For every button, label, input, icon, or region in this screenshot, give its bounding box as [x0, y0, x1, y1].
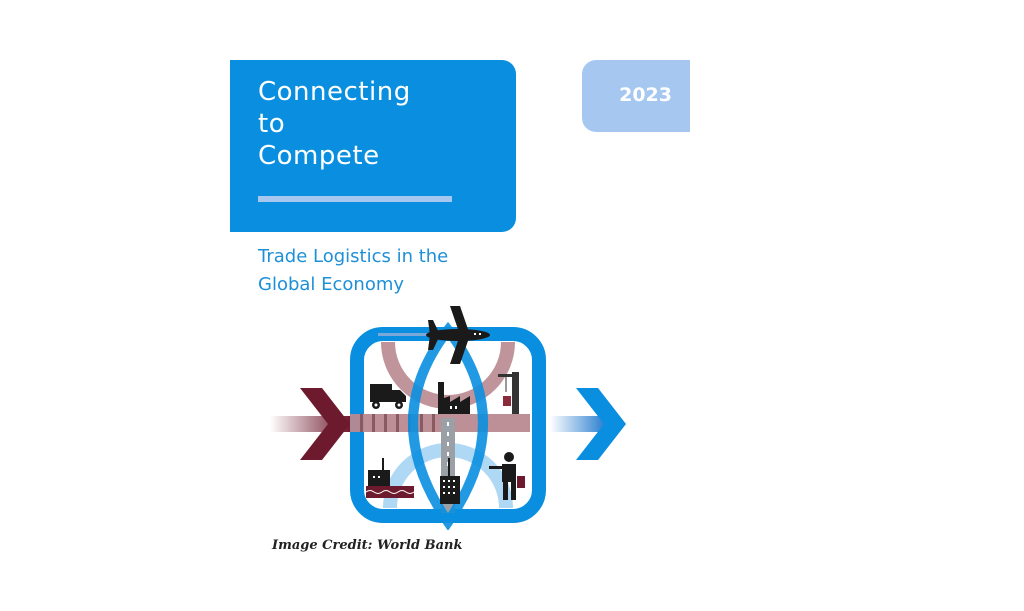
image-credit: Image Credit: World Bank: [272, 538, 463, 553]
arrow-in-icon: [270, 388, 350, 460]
crane-icon: [498, 372, 519, 414]
report-subtitle: Trade Logistics in the Global Economy: [258, 246, 449, 295]
year-label: 2023: [619, 84, 672, 106]
logistics-illustration: [260, 300, 640, 531]
factory-icon: [438, 382, 470, 414]
title-box: Connecting to Compete: [230, 60, 516, 232]
airplane-icon: [378, 306, 490, 364]
ship-icon: [365, 458, 415, 498]
truck-icon: [370, 384, 406, 409]
arrow-out-icon: [550, 388, 626, 460]
building-icon: [440, 458, 460, 504]
year-badge: 2023: [582, 60, 690, 132]
person-icon: [489, 452, 525, 500]
title-divider: [258, 196, 452, 202]
report-title: Connecting to Compete: [258, 77, 411, 171]
